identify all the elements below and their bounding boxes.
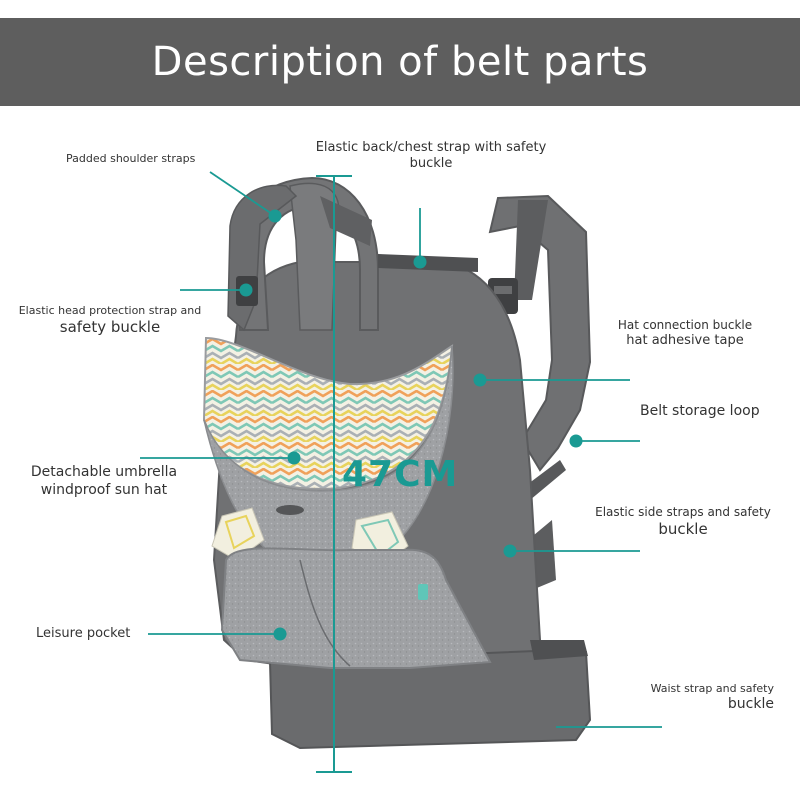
chest-strap [378, 254, 478, 272]
label-storage-loop: Belt storage loop [640, 403, 760, 419]
leader-shoulder-straps [209, 171, 282, 223]
leader-side-straps [503, 544, 640, 558]
title-banner: Description of belt parts [0, 18, 800, 106]
measurement-label: 47CM [342, 454, 459, 495]
leader-hat-buckle [473, 373, 630, 387]
leader-umbrella-hat [140, 451, 301, 465]
label-umbrella-hat: Detachable umbrella windproof sun hat [30, 464, 178, 498]
page-title: Description of belt parts [151, 39, 649, 85]
leader-head-strap [180, 283, 253, 297]
center-strap [289, 182, 340, 331]
label-side-straps: Elastic side straps and safety buckle [595, 505, 771, 538]
pocket-tag [418, 584, 428, 600]
leader-back-chest-strap [413, 208, 427, 269]
leader-storage-loop [569, 434, 640, 448]
label-shoulder-straps: Padded shoulder straps [66, 152, 196, 165]
leader-leisure-pocket [148, 627, 287, 641]
label-hat-buckle: Hat connection buckle hat adhesive tape [617, 318, 753, 348]
label-head-strap: Elastic head protection strap and safety… [18, 304, 202, 336]
front-pocket [220, 547, 492, 669]
label-leisure-pocket: Leisure pocket [36, 626, 131, 641]
label-back-chest-strap: Elastic back/chest strap with safety buc… [315, 140, 547, 172]
label-waist-strap: Waist strap and safety buckle [650, 682, 774, 712]
right-strap-webbing [514, 200, 548, 300]
